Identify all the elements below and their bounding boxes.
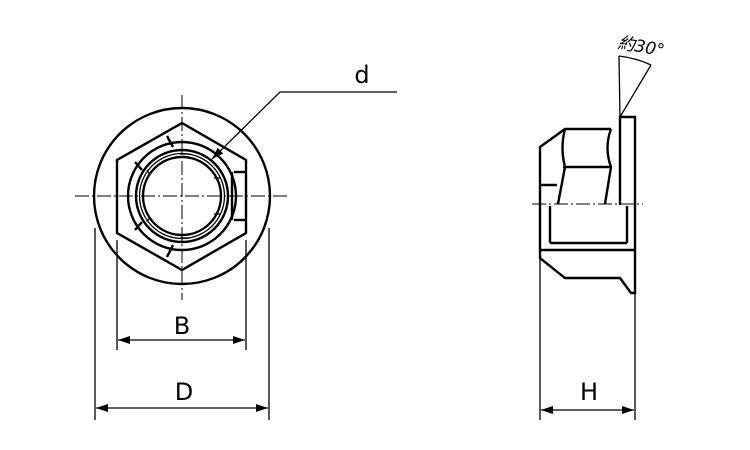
- lock-ring-circle: [134, 148, 230, 244]
- flange-circle: [92, 106, 272, 286]
- angle-arc: [618, 55, 652, 66]
- label-D: D: [175, 378, 193, 406]
- label-d: d: [354, 61, 369, 89]
- hex-outline: [115, 121, 248, 272]
- leader-d: [211, 91, 397, 160]
- label-H: H: [580, 378, 598, 406]
- bore-circle: [141, 155, 223, 237]
- side-outline: [538, 115, 637, 295]
- angle-line-vertical: [618, 55, 621, 118]
- side-view: 約30° H: [532, 33, 666, 420]
- angle-line-inclined: [619, 64, 652, 118]
- front-view: B D d: [75, 61, 397, 420]
- hex-chamfer-circle: [126, 140, 238, 252]
- label-B: B: [174, 312, 190, 340]
- lock-slots: [134, 135, 246, 258]
